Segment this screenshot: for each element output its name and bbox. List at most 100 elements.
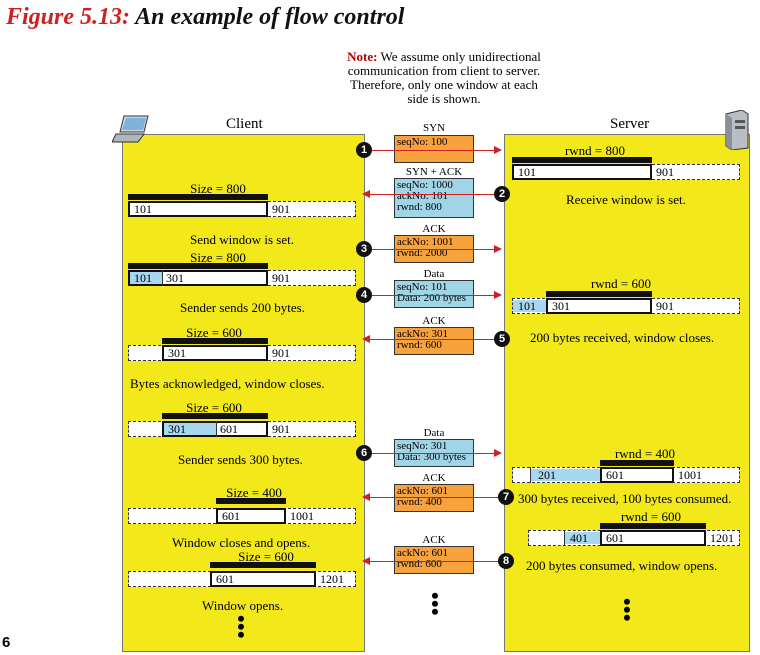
arrow-4 (372, 295, 494, 296)
packet-8-box: ackNo: 601 rwnd: 600 (394, 546, 474, 574)
server-caption: 200 bytes received, window closes. (530, 330, 715, 345)
middle-continuation-dots: ••• (431, 583, 439, 624)
packet-3-line: ackNo: 1001 (397, 236, 454, 248)
note-line-1: We assume only unidirectional (380, 49, 541, 64)
client-caption: Bytes acknowledged, window closes. (130, 376, 325, 391)
arrow-6 (372, 453, 494, 454)
figure-caption: An example of flow control (135, 4, 405, 30)
step-7-marker: 7 (498, 489, 514, 505)
client-window-label: 901 (272, 422, 290, 436)
packet-8-title: ACK (422, 534, 446, 546)
note-label: Note: (347, 49, 378, 64)
client-caption: Sender sends 200 bytes. (180, 300, 305, 315)
step-1-marker: 1 (356, 142, 372, 158)
packet-1-line: seqNo: 100 (397, 136, 448, 148)
client-window-bar (128, 263, 268, 269)
client-caption: Sender sends 300 bytes. (178, 452, 303, 467)
arrowhead-5 (362, 335, 370, 343)
client-window-bar (162, 338, 268, 344)
arrowhead-1 (494, 146, 502, 154)
arrowhead-3 (494, 245, 502, 253)
client-window-label: 901 (272, 202, 290, 216)
packet-3-line: rwnd: 2000 (397, 247, 448, 259)
packet-3-title: ACK (422, 223, 446, 235)
client-size-6: Size = 600 (238, 549, 294, 564)
server-window-label: 401 (570, 531, 588, 545)
step-5-marker: 5 (494, 331, 510, 347)
server-window-label: 601 (606, 531, 624, 545)
packet-6-title: Data (423, 427, 445, 439)
client-caption: Window opens. (202, 598, 284, 613)
packet-7-box: ackNo: 601 rwnd: 400 (394, 484, 474, 512)
client-window-label: 301 (168, 422, 186, 436)
note: Note: We assume only unidirectional comm… (336, 50, 552, 106)
packet-4-box: seqNo: 101 Data: 200 bytes (394, 280, 474, 308)
server-window-label: 1001 (678, 468, 702, 482)
arrowhead-4 (494, 291, 502, 299)
laptop-icon (112, 115, 149, 143)
arrow-3 (372, 249, 494, 250)
packet-7-line: ackNo: 601 (397, 485, 449, 497)
server-window-label: 101 (518, 299, 536, 313)
client-window-label: 601 (220, 422, 238, 436)
client-send-window (162, 345, 268, 361)
window-divider (530, 467, 531, 483)
client-label: Client (226, 116, 263, 132)
step-4-marker: 4 (356, 287, 372, 303)
client-size-3: Size = 600 (186, 325, 242, 340)
arrowhead-2 (362, 190, 370, 198)
client-window-bar (128, 194, 268, 200)
client-window-label: 1001 (290, 509, 314, 523)
server-caption: Receive window is set. (566, 192, 686, 207)
packet-6-line: seqNo: 301 (397, 440, 448, 452)
arrowhead-6 (494, 449, 502, 457)
packet-7-title: ACK (422, 472, 446, 484)
client-send-window (128, 201, 268, 217)
arrow-8 (370, 561, 498, 562)
note-line-4: side is shown. (407, 91, 481, 106)
client-continuation-dots: ••• (237, 606, 245, 647)
client-send-window (128, 270, 268, 286)
server-window-label: 201 (538, 468, 556, 482)
server-window-label: 601 (606, 468, 624, 482)
server-label: Server (610, 116, 650, 132)
client-send-window (210, 571, 316, 587)
arrowhead-7 (362, 493, 370, 501)
window-divider (216, 421, 217, 437)
packet-5-box: ackNo: 301 rwnd: 600 (394, 327, 474, 355)
client-window-label: 101 (134, 271, 152, 285)
packet-2-box: seqNo: 1000 ackNo: 101 rwnd: 800 (394, 178, 474, 218)
client-sent-bytes (130, 272, 162, 284)
window-divider (564, 530, 565, 546)
packet-4-line: Data: 200 bytes (397, 292, 467, 304)
server-caption: 200 bytes consumed, window opens. (526, 558, 718, 573)
server-received-bytes (513, 300, 546, 312)
client-sent-bytes (164, 423, 216, 435)
server-window-bar (546, 291, 652, 297)
packet-4-title: Data (423, 268, 445, 280)
server-window-label: 901 (656, 299, 674, 313)
server-rwnd-4: rwnd = 600 (620, 509, 682, 524)
packet-2-line: rwnd: 800 (397, 201, 442, 213)
figure-title: Figure 5.13: An example of flow control (6, 4, 404, 31)
note-line-2: communication from client to server. (347, 63, 541, 78)
client-caption: Send window is set. (190, 232, 294, 247)
client-window-label: 101 (134, 202, 152, 216)
packet-7-line: rwnd: 400 (397, 496, 442, 508)
packet-1-title: SYN (422, 122, 445, 134)
arrow-2 (370, 194, 498, 195)
server-caption: 300 bytes received, 100 bytes consumed. (518, 491, 732, 506)
packet-2-line: ackNo: 101 (397, 190, 449, 202)
arrow-1 (372, 150, 494, 151)
client-size-2: Size = 800 (190, 250, 246, 265)
server-window-label: 101 (518, 165, 536, 179)
server-receive-window (600, 467, 674, 483)
server-rwnd-1: rwnd = 800 (564, 143, 626, 158)
client-window-label: 301 (168, 346, 186, 360)
client-window-bar (216, 498, 286, 504)
packet-2-title: SYN + ACK (405, 166, 463, 178)
packet-5-title: ACK (422, 315, 446, 327)
arrow-5 (370, 339, 498, 340)
arrow-7 (370, 497, 498, 498)
server-received-bytes (530, 469, 600, 481)
